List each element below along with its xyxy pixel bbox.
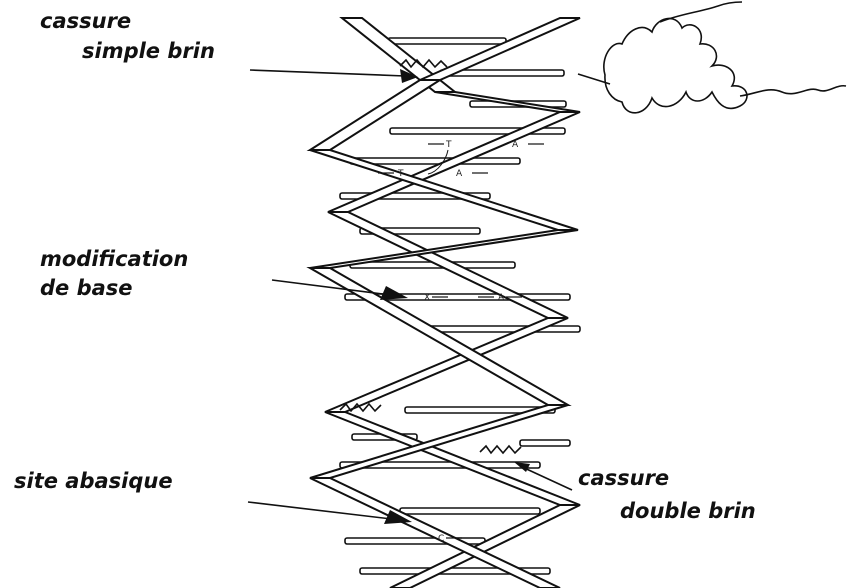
base-modified-x: X — [424, 293, 430, 303]
label-double-strand-break-line2: double brin — [620, 499, 756, 523]
base-t-lower: T — [397, 169, 404, 179]
base-pair-rung — [400, 508, 540, 514]
base-a-upper: A — [512, 140, 519, 150]
label-base-modification-line2: de base — [40, 276, 133, 300]
base-a-lower: A — [456, 169, 463, 179]
label-abasic-site: site abasique — [14, 469, 173, 493]
single-strand-break-arrow — [250, 69, 418, 83]
base-pair-rung — [520, 440, 570, 446]
detached-fragment-tail — [740, 86, 846, 96]
base-pair-rung — [350, 158, 520, 164]
label-single-strand-break-line1: cassure — [40, 9, 131, 33]
base-c-abasic-partner: C — [438, 534, 444, 544]
base-pair-rung — [388, 38, 506, 44]
label-single-strand-break-line2: simple brin — [82, 39, 215, 63]
label-base-modification-line1: modification — [40, 247, 188, 271]
base-t-upper: T — [445, 140, 452, 150]
base-a-paired: A — [498, 293, 505, 303]
base-pair-rung — [420, 326, 580, 332]
label-double-strand-break-line1: cassure — [578, 466, 669, 490]
double-strand-break-mark-lower — [480, 446, 521, 453]
detached-fragment-outline — [604, 18, 747, 112]
